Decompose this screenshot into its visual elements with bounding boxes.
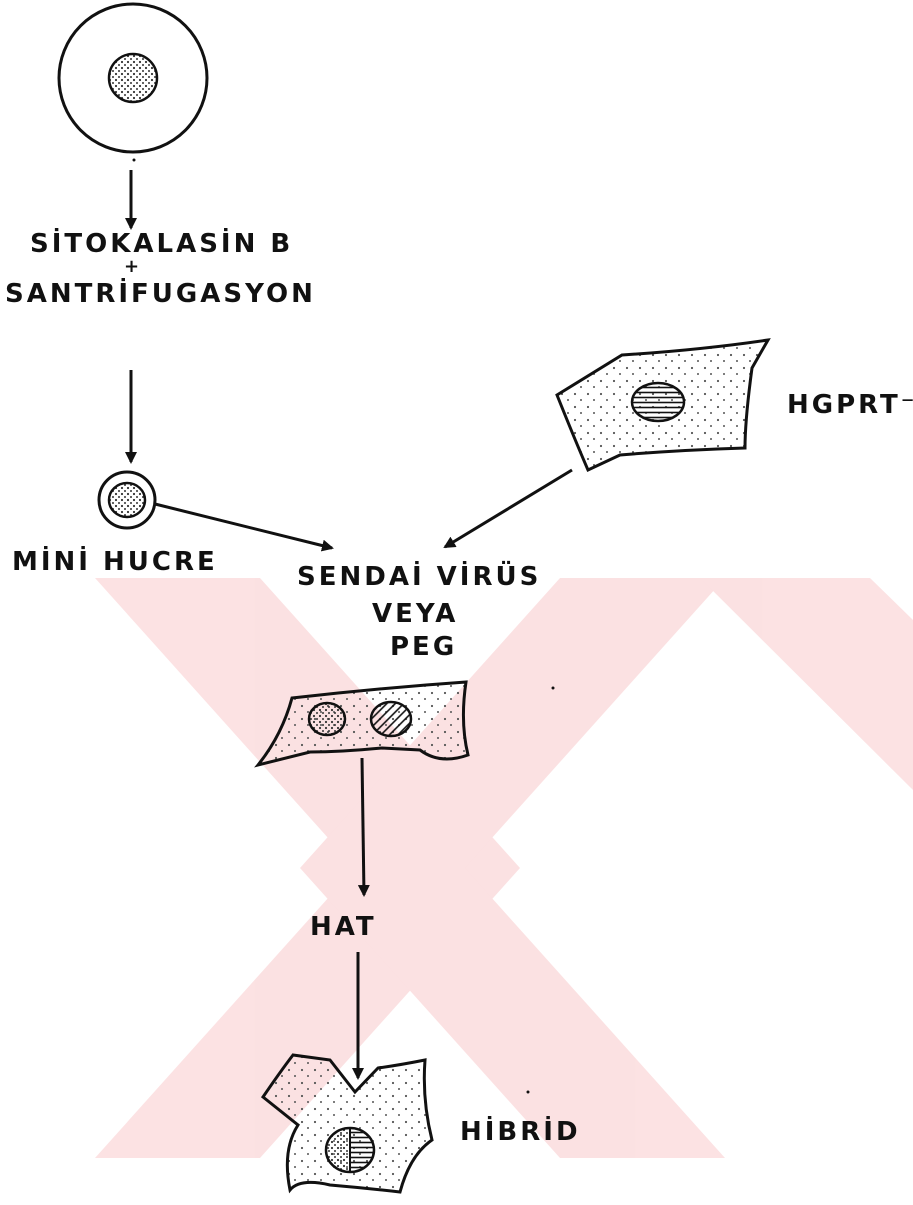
watermark <box>95 578 913 1158</box>
hgprt-label: HGPRT⁻ <box>787 390 913 420</box>
donor-cell <box>59 4 207 152</box>
hybrid-label: HİBRİD <box>460 1115 581 1147</box>
fused-minicell-nucleus <box>309 703 345 735</box>
arrow-hgprt-to-fusion <box>445 470 572 547</box>
fusion-agent-label: SENDAİ VİRÜS <box>297 559 541 592</box>
selection-label: HAT <box>310 912 377 942</box>
plus-sign: + <box>124 256 142 277</box>
arrow-fused-to-selection <box>362 758 364 895</box>
minicell-nucleus <box>109 483 145 517</box>
minicell-label: MİNİ HUCRE <box>12 545 218 577</box>
treatment-label: SİTOKALASİN B <box>30 227 293 259</box>
speck <box>133 159 136 162</box>
hgprt-cell <box>557 340 768 470</box>
fused-hgprt-nucleus <box>371 702 411 736</box>
speck <box>527 1091 530 1094</box>
mini-cell <box>99 472 155 528</box>
arrow-minicell-to-fusion <box>155 504 332 548</box>
peg-label: PEG <box>390 632 457 662</box>
donor-nucleus <box>109 54 157 102</box>
speck <box>552 687 555 690</box>
or-label: VEYA <box>372 599 458 629</box>
centrifugation-label: SANTRİFUGASYON <box>5 277 316 309</box>
hgprt-nucleus <box>632 383 684 421</box>
hybrid-nucleus <box>326 1128 374 1172</box>
